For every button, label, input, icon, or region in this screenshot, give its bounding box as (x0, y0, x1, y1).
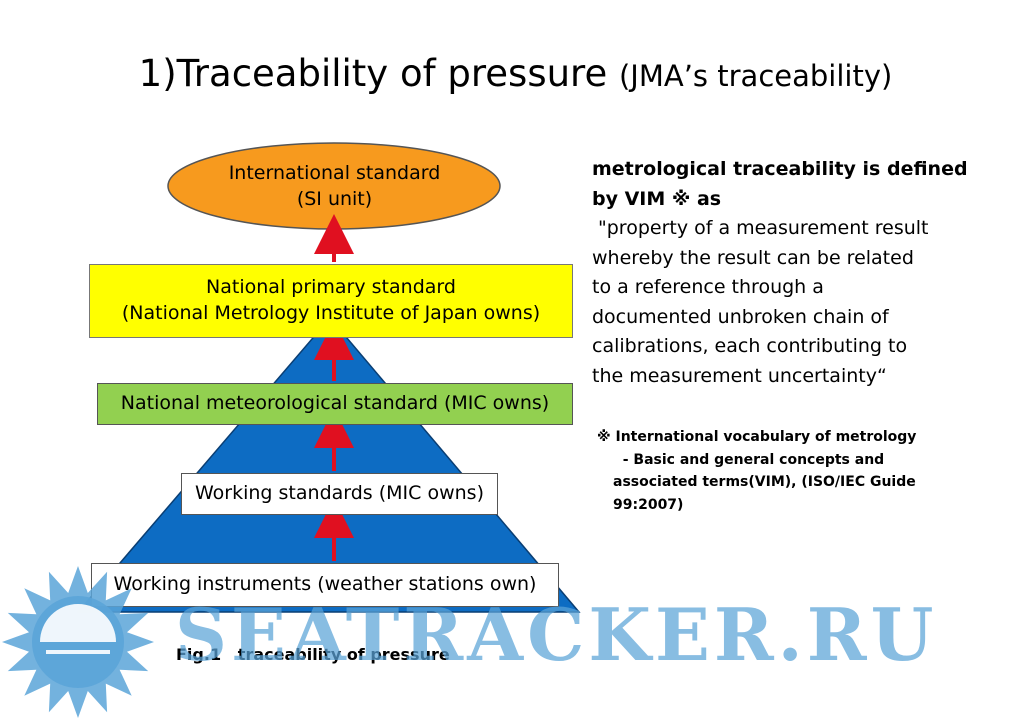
definition-line: documented unbroken chain of (592, 305, 889, 328)
sun-icon (2, 566, 154, 718)
definition-heading-line-1: metrological traceability is defined (592, 158, 968, 180)
national-meteorological-standard-box: National meteorological standard (MIC ow… (97, 383, 573, 425)
definition-line: the measurement uncertainty“ (592, 364, 887, 387)
definition-line: calibrations, each contributing to (592, 335, 908, 357)
pyramid-shape (76, 316, 581, 613)
definition-heading-line-2: by VIM ※ as (592, 187, 722, 210)
definition-text: metrological traceability is defined by … (592, 155, 1022, 391)
title-main: 1)Traceability of pressure (138, 52, 608, 95)
watermark-text: SEATRACKER.RU (175, 592, 938, 677)
si-unit-label: (SI unit) (296, 187, 373, 210)
definition-line: whereby the result can be related (592, 246, 914, 269)
working-standards-box: Working standards (MIC owns) (181, 473, 498, 515)
national-meteorological-standard-label: National meteorological standard (MIC ow… (120, 392, 550, 415)
working-instruments-box: Working instruments (weather stations ow… (91, 563, 559, 607)
national-primary-standard-box: National primary standard (National Metr… (89, 264, 573, 338)
footnote-line: ※ International vocabulary of metrology (597, 429, 917, 445)
working-standards-label: Working standards (MIC owns) (195, 482, 484, 505)
definition-line: to a reference through a (592, 276, 824, 298)
title-sub: (JMA’s traceability) (618, 59, 893, 93)
footnote-line: associated terms(VIM), (ISO/IEC Guide (613, 474, 916, 490)
definition-line: "property of a measurement result (598, 217, 929, 239)
national-primary-standard-label: National primary standard (206, 276, 456, 299)
footnote-line: 99:2007) (613, 496, 684, 513)
figure-caption: Fig.1 traceability of pressure (176, 645, 450, 664)
vim-footnote: ※ International vocabulary of metrology … (597, 426, 942, 516)
international-standard-label: International standard (228, 161, 441, 184)
page-title: 1)Traceability of pressure (JMA’s tracea… (0, 52, 1031, 95)
nmij-owner-label: (National Metrology Institute of Japan o… (121, 302, 541, 324)
working-instruments-label: Working instruments (weather stations ow… (113, 573, 537, 596)
international-standard-node: International standard (SI unit) (168, 143, 501, 230)
footnote-line: - Basic and general concepts and (613, 451, 885, 468)
